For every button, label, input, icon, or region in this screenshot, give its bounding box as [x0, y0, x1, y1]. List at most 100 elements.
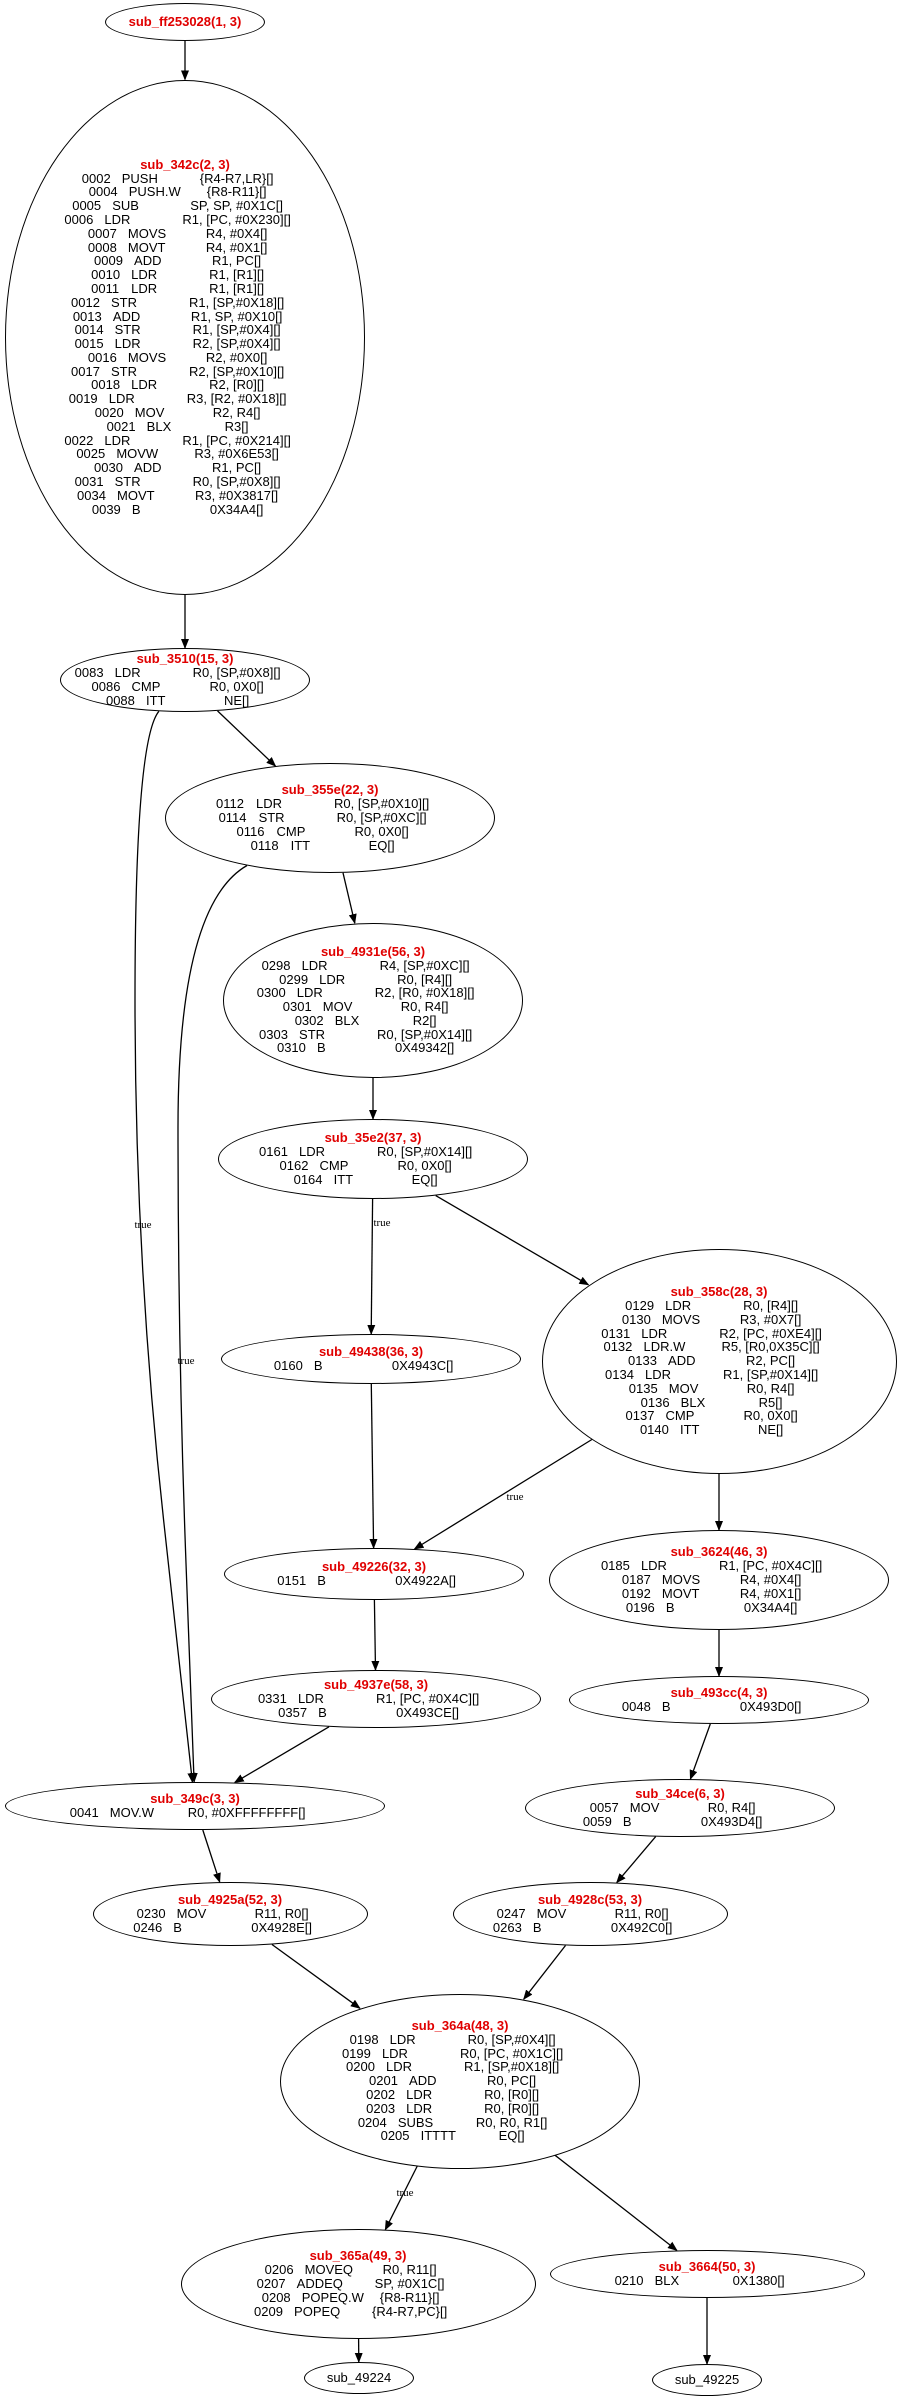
instruction-opcode: CMP	[276, 824, 306, 839]
instruction-refs: []	[548, 2031, 556, 2047]
instruction-operands: R1, [PC, #0X4C]	[718, 1558, 816, 1574]
instruction-address: 0200	[346, 2059, 375, 2075]
instruction-opcode: ADD	[112, 308, 141, 324]
edge-n-34ce-to-n-4928c	[616, 1836, 657, 1884]
instruction-address: 0207	[256, 2276, 286, 2292]
instruction-address: 0048	[621, 1699, 651, 1715]
instruction-address: 0209	[254, 2303, 283, 2319]
instruction-refs: []	[401, 824, 409, 839]
instruction-refs: []	[253, 460, 262, 476]
instruction-opcode: MOVW	[116, 446, 159, 462]
instruction-operands: R0, [SP,#0X14]	[377, 1026, 465, 1042]
node-ellipse	[452, 1882, 728, 1946]
instruction-address: 0007	[87, 225, 117, 241]
instruction-operands: R1, [PC, #0X230]	[182, 211, 284, 227]
instruction-address: 0210	[614, 2273, 644, 2289]
instruction-refs: []	[787, 1380, 795, 1396]
instruction-address: 0005	[72, 198, 102, 214]
edge-label: true	[506, 1491, 523, 1503]
instruction-refs: []	[430, 1171, 438, 1187]
instruction-operands: R0, R0, R1	[475, 2114, 541, 2130]
node-ellipse	[652, 2364, 762, 2396]
instruction-refs: []	[260, 239, 268, 255]
instruction-address: 0204	[357, 2114, 387, 2130]
instruction-refs: []	[755, 1814, 763, 1829]
instruction-operands: R0, 0X0	[397, 1158, 445, 1174]
instruction-opcode: LDR	[256, 796, 283, 812]
instruction-operands: R0, [SP,#0X4]	[467, 2031, 549, 2047]
instruction-refs: []	[446, 1358, 454, 1374]
instruction-refs: []	[776, 1422, 784, 1438]
instruction-refs: []	[444, 971, 453, 987]
instruction-opcode: MOVS	[127, 225, 167, 241]
node-title: sub_4931e(56, 3)	[320, 943, 426, 959]
node-title: sub_342c(2, 3)	[140, 156, 230, 172]
instruction-address: 0230	[136, 1906, 166, 1922]
instruction-address: 0030	[94, 460, 123, 476]
instruction-address: 0196	[625, 1599, 655, 1615]
instruction-refs: []	[472, 1691, 480, 1707]
instruction-opcode: LDR	[640, 1558, 667, 1574]
node-title: sub_364a(48, 3)	[411, 2017, 509, 2033]
instruction-operands: R4, #0X1	[739, 1586, 795, 1601]
instruction-refs: []	[815, 1558, 823, 1574]
instruction-address: 0203	[366, 2100, 396, 2116]
instruction-refs: []	[451, 1705, 460, 1720]
instruction-address: 0008	[87, 239, 117, 255]
edge-n-364a-to-n-3664	[554, 2154, 678, 2252]
instruction-address: 0247	[496, 1906, 526, 1922]
instruction-address: 0135	[628, 1380, 658, 1396]
instruction-opcode: ITT	[333, 1171, 354, 1187]
instruction-refs: []	[432, 2290, 440, 2305]
instruction-refs: []	[794, 1699, 802, 1715]
instruction-address: 0118	[250, 837, 279, 853]
instruction-refs: []	[665, 1920, 673, 1935]
instruction-address: 0039	[91, 501, 121, 517]
instruction-operands: R0, [SP,#0X8]	[192, 665, 274, 681]
instruction-opcode: BLX	[680, 1394, 706, 1410]
instruction-refs: []	[273, 474, 281, 490]
node-title: sub_3624(46, 3)	[670, 1544, 768, 1560]
edge-n-493cc-to-n-34ce	[689, 1723, 711, 1781]
instruction-refs: []	[266, 170, 274, 186]
instruction-opcode: MOVS	[127, 349, 167, 365]
instruction-operands: R1, PC	[212, 460, 254, 476]
instruction-refs: []	[279, 391, 287, 407]
instruction-refs: []	[517, 2128, 525, 2144]
instruction-opcode: B	[532, 1920, 542, 1935]
instruction-opcode: STR	[258, 810, 285, 826]
instruction-address: 0002	[81, 170, 111, 186]
instruction-operands: R0, [SP,#0X8]	[192, 474, 274, 490]
instruction-operands: R0, [R0]	[484, 2100, 532, 2116]
node-ellipse	[525, 1779, 835, 1837]
instruction-operands: R3	[224, 418, 242, 434]
node-content: sub_ff253028(1, 3)	[129, 15, 242, 29]
instruction-operands: {R4-R7,LR}	[199, 170, 267, 186]
instruction-operands: R3, [R2, #0X18]	[186, 391, 280, 407]
instruction-refs: []	[298, 1805, 306, 1821]
edge-n-35e2-to-n-49438	[367, 1198, 376, 1335]
